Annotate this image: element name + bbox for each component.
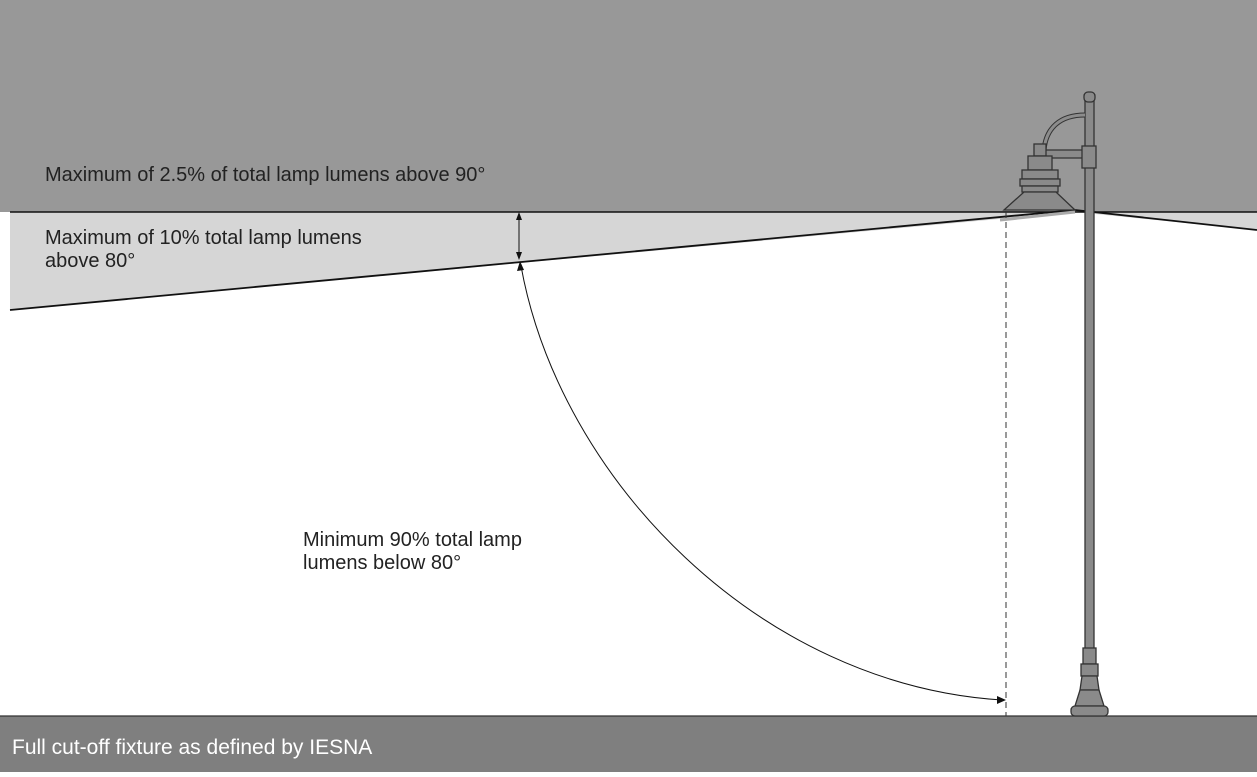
label-below-80: Minimum 90% total lamp lumens below 80° [303,529,522,574]
lamp-post-icon [1002,91,1109,717]
label-above-80: Maximum of 10% total lamp lumens above 8… [45,227,362,272]
cutoff-80-line-right [1074,209,1257,231]
arrow-10-degree [516,212,522,260]
footer-caption: Full cut-off fixture as defined by IESNA [12,736,373,759]
ground-band [0,716,1257,772]
arrow-80-degree-arc [517,261,1006,704]
label-above-90: Maximum of 2.5% of total lamp lumens abo… [45,164,486,186]
cutoff-shadow [999,210,1076,222]
cutoff-80-line-left [9,209,1076,311]
